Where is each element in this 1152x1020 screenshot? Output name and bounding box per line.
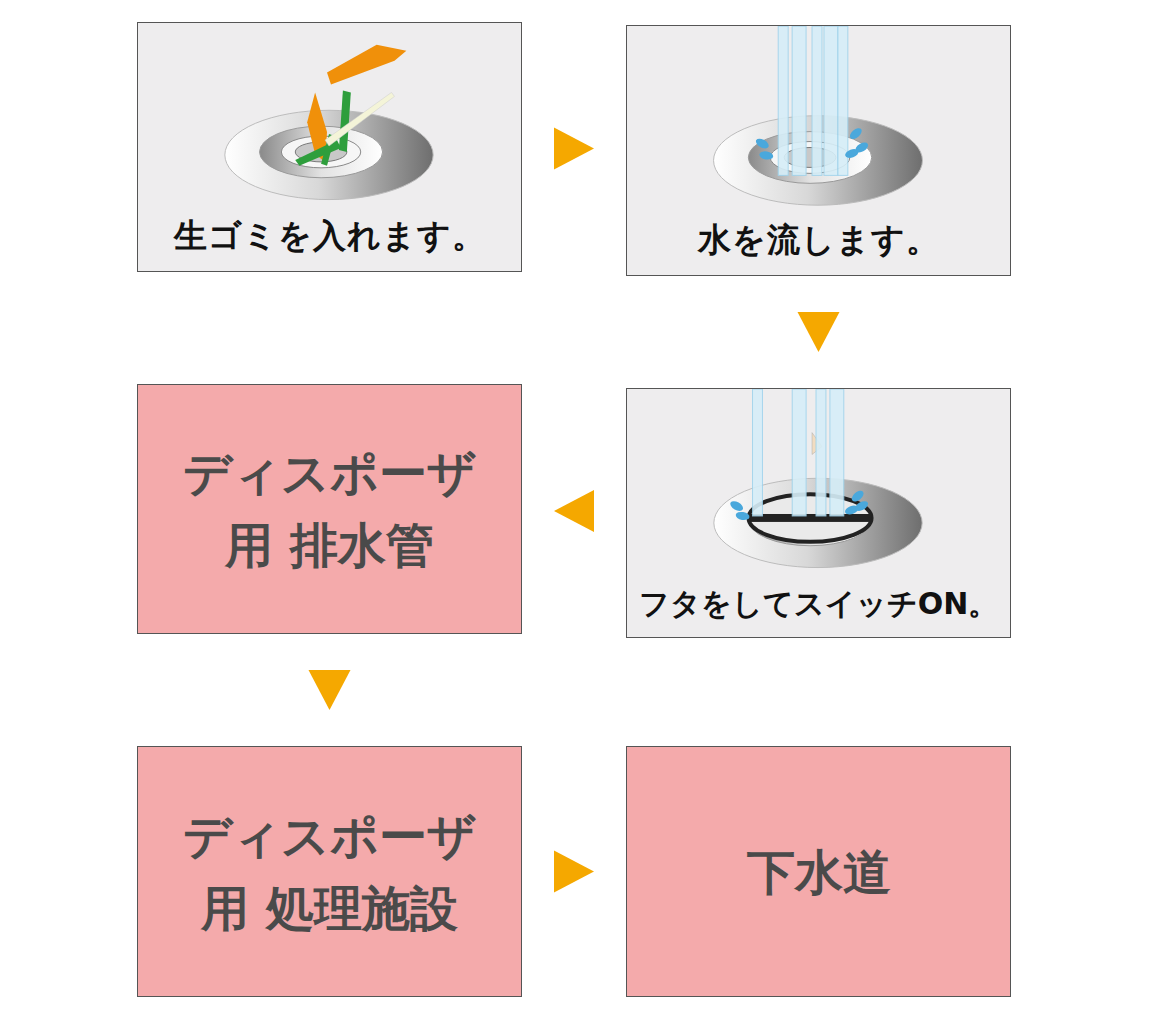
- facility-label: ディスポーザ用 排水管: [160, 437, 500, 581]
- facility-box: ディスポーザ用 排水管: [137, 384, 522, 634]
- arrow-head: [554, 490, 594, 532]
- arrow-head: [798, 312, 840, 352]
- flow-arrow: [554, 851, 594, 893]
- facility-box: 下水道: [626, 746, 1011, 997]
- flow-arrow: [554, 490, 594, 532]
- flow-arrow: [554, 128, 594, 170]
- step-caption: フタをしてスイッチON。: [639, 584, 999, 625]
- facility-label: ディスポーザ用 処理施設: [160, 800, 500, 944]
- arrow-head: [554, 851, 594, 893]
- step-caption: 生ゴミを入れます。: [174, 214, 486, 259]
- step-box: フタをしてスイッチON。: [626, 388, 1011, 638]
- flow-arrow: [798, 312, 840, 352]
- arrow-head: [554, 128, 594, 170]
- flow-arrow: [309, 670, 351, 710]
- facility-box: ディスポーザ用 処理施設: [137, 746, 522, 997]
- step-caption: 水を流します。: [698, 218, 940, 263]
- facility-label: 下水道: [649, 836, 989, 908]
- arrow-head: [309, 670, 351, 710]
- step-box: 生ゴミを入れます。: [137, 22, 522, 272]
- step-box: 水を流します。: [626, 25, 1011, 276]
